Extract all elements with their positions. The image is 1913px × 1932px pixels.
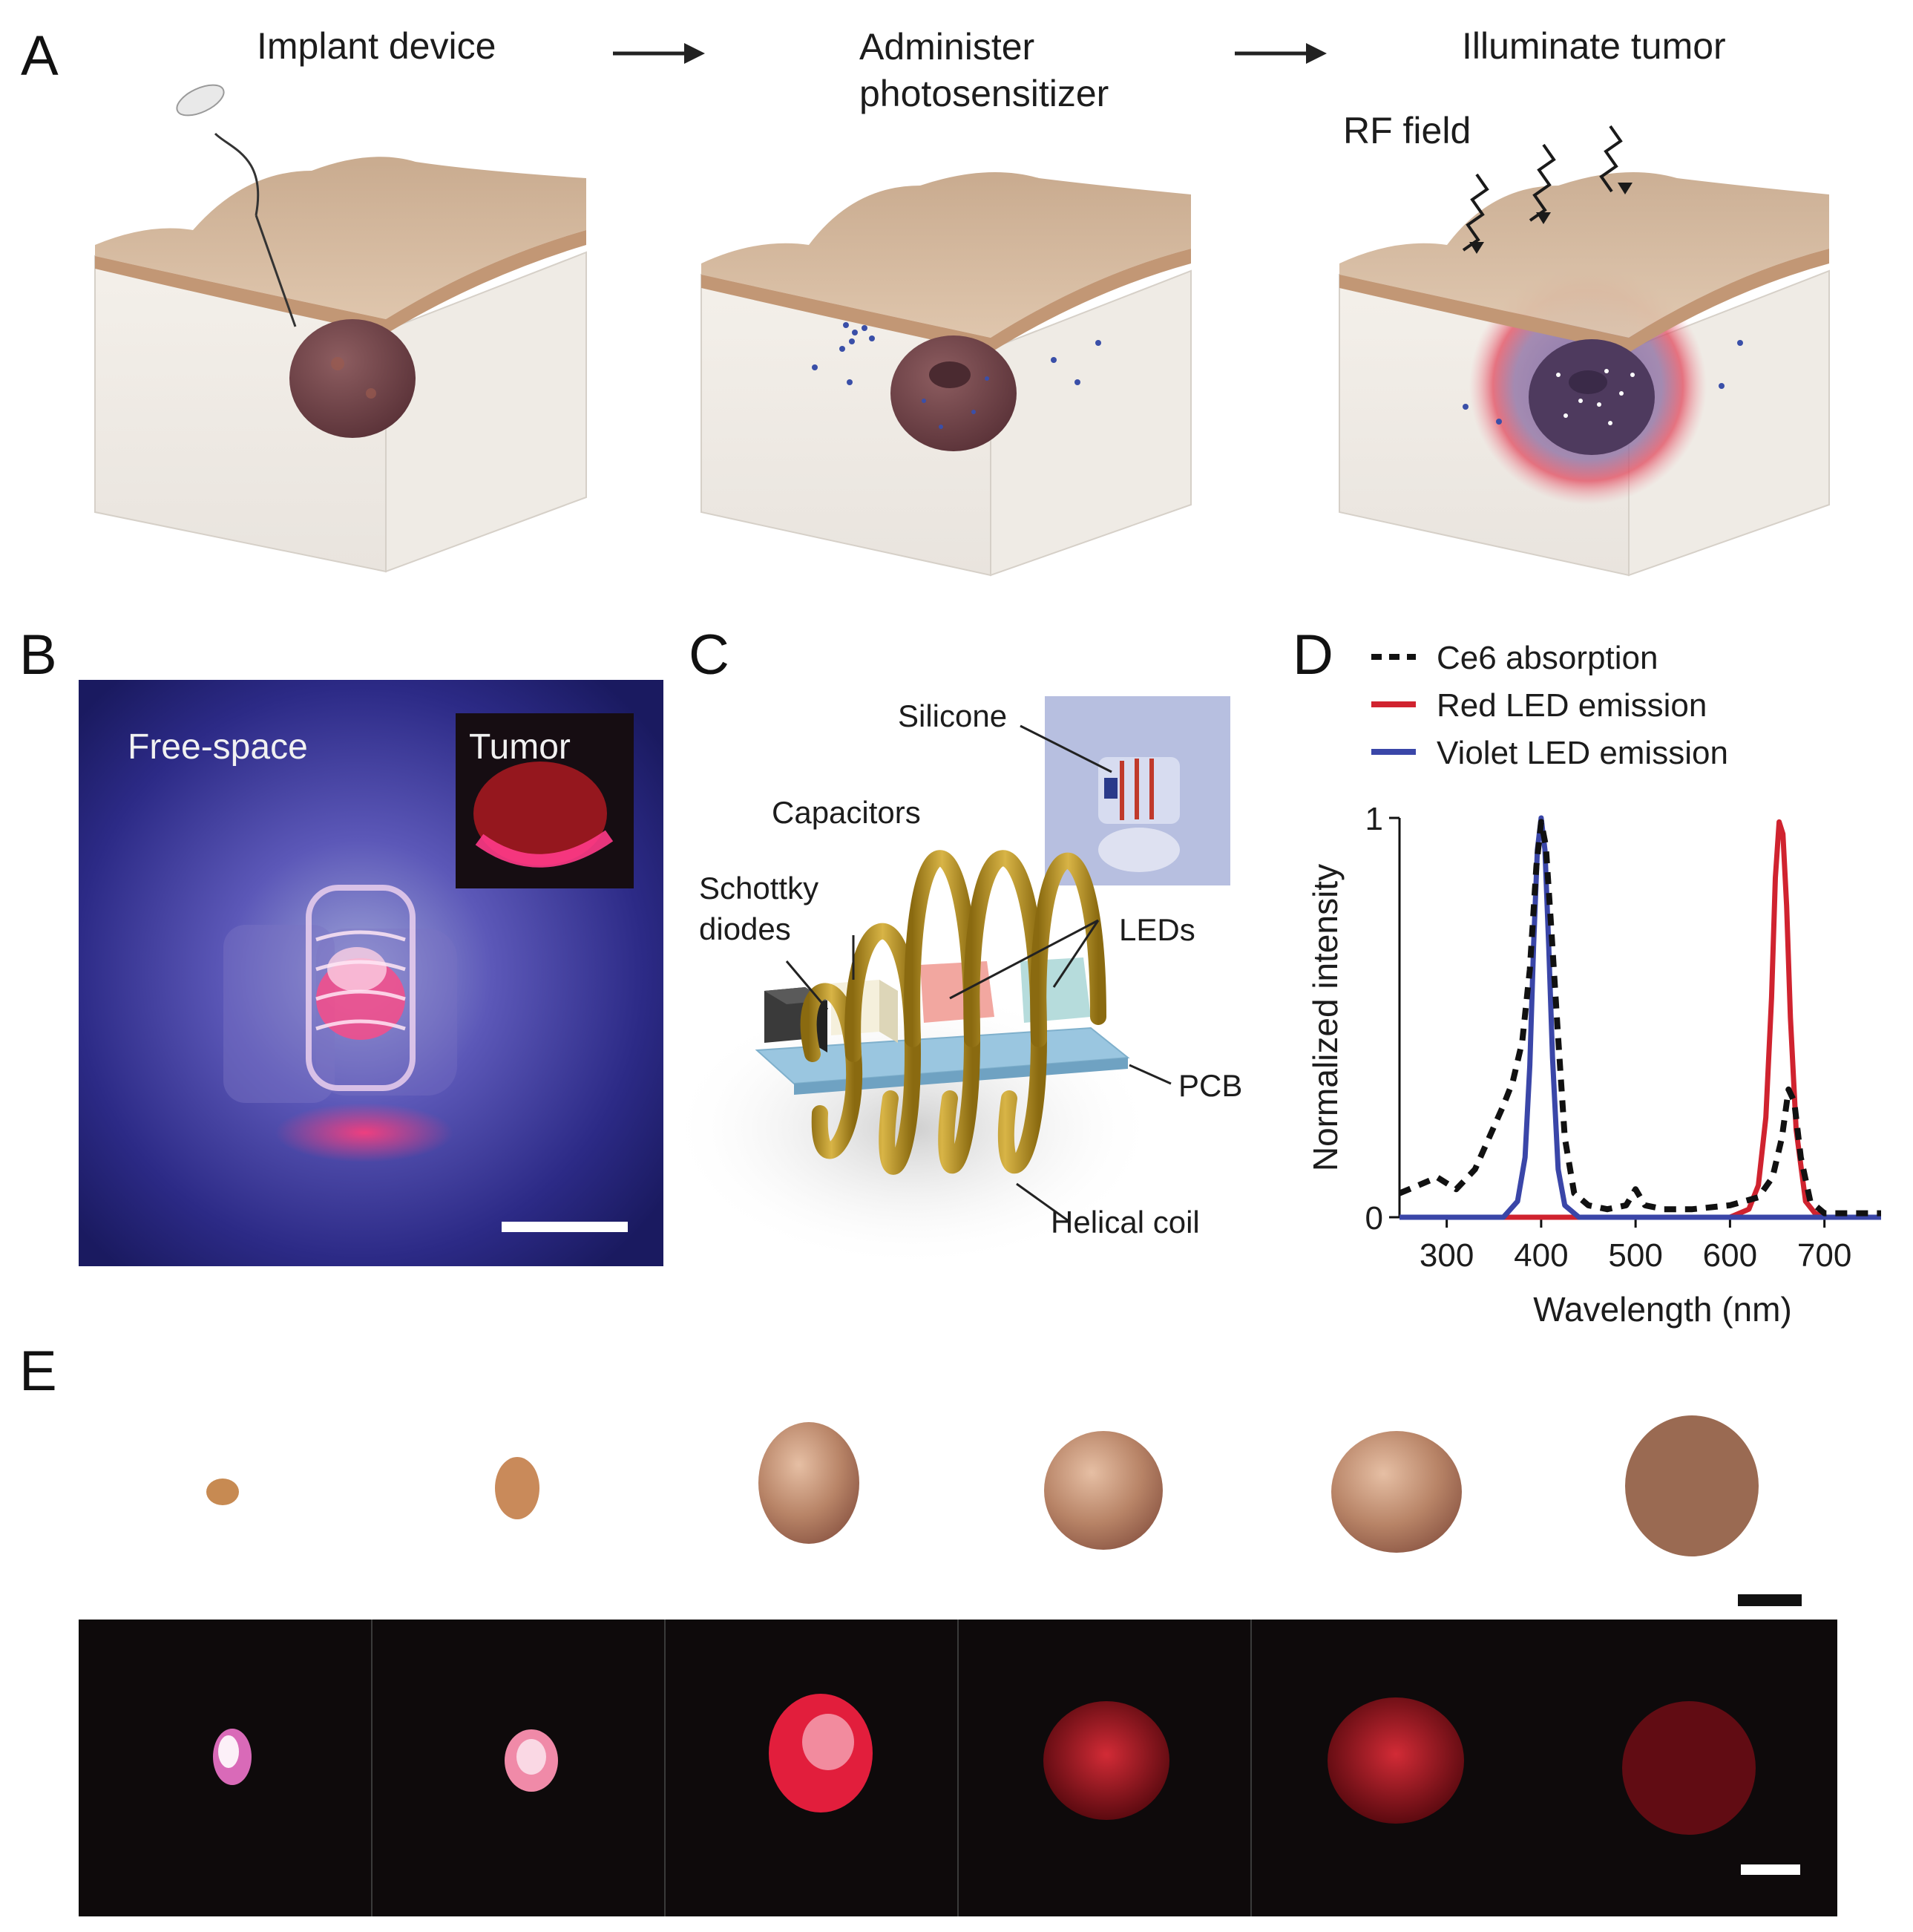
tumor-sample-3	[758, 1422, 859, 1544]
step-arrow-2	[1235, 43, 1327, 64]
chart-series-ce6-absorption	[1398, 819, 1881, 1216]
fluorescence-sample-6	[1622, 1701, 1756, 1835]
device-schematic	[668, 696, 1230, 1269]
label-capacitors: Capacitors	[772, 795, 921, 830]
panel-letter-d: D	[1293, 623, 1333, 687]
free-space-label: Free-space	[128, 727, 308, 767]
tissue-block-implant	[94, 84, 587, 573]
fluorescence-sample-3	[769, 1694, 873, 1813]
legend-label: Violet LED emission	[1437, 735, 1728, 771]
step-label-illuminate: Illuminate tumor	[1462, 25, 1726, 67]
panel-letter-e: E	[19, 1340, 57, 1403]
tumor-photo-row	[206, 1415, 1802, 1606]
tumor-sample-1	[206, 1479, 239, 1505]
activated-dots	[1556, 369, 1635, 425]
chart-series-violet-led-emission	[1400, 815, 1881, 1220]
tumor-sample-5	[1331, 1431, 1462, 1553]
fluorescence-sample-1	[213, 1729, 252, 1785]
chart-y-tick-label: 1	[1365, 801, 1383, 837]
scale-bar-e-top	[1738, 1594, 1802, 1606]
chart-x-tick-label: 400	[1514, 1237, 1568, 1274]
helical-coil	[800, 850, 1106, 1175]
chart-x-tick-label: 700	[1797, 1237, 1851, 1274]
label-leds: LEDs	[1119, 912, 1195, 947]
panel-letter-b: B	[19, 623, 57, 687]
photosensitizer-dots	[812, 322, 1101, 429]
step-arrow-1	[613, 43, 705, 64]
scale-bar-e-bottom	[1741, 1864, 1800, 1875]
label-pcb: PCB	[1178, 1068, 1243, 1103]
rf-wave-icons	[1462, 125, 1623, 252]
tumor-sample-4	[1044, 1431, 1163, 1550]
panel-letter-a: A	[21, 24, 59, 88]
tissue-block-illuminate	[1339, 125, 1830, 577]
legend-label: Red LED emission	[1437, 687, 1707, 724]
tumor-fluorescence-row	[79, 1620, 1837, 1916]
scale-bar-b	[502, 1222, 628, 1232]
panel-letter-c: C	[689, 623, 729, 687]
fluorescence-sample-2	[505, 1729, 558, 1792]
tumor-sample-2	[495, 1457, 539, 1519]
panel-a-illustration	[94, 43, 1830, 577]
chart-x-tick-label: 300	[1420, 1237, 1474, 1274]
chart-y-axis-label: Normalized intensity	[1306, 864, 1345, 1171]
fluorescence-sample-4	[1043, 1701, 1169, 1820]
device-glow	[306, 885, 416, 1091]
chart-plot-area: 0 1 300 400 500 600 700	[1365, 801, 1881, 1274]
fluorescence-sample-5	[1328, 1697, 1464, 1824]
chart-x-axis-label: Wavelength (nm)	[1533, 1290, 1792, 1329]
chart-x-tick-label: 600	[1703, 1237, 1757, 1274]
chart-x-tick-label: 500	[1608, 1237, 1662, 1274]
chart-y-tick-label: 0	[1365, 1200, 1383, 1237]
step-label-implant: Implant device	[257, 25, 496, 67]
rf-field-label: RF field	[1343, 110, 1471, 151]
red-led	[920, 961, 994, 1023]
label-silicone: Silicone	[898, 698, 1008, 733]
tissue-block-administer	[700, 172, 1192, 577]
chart-series-red-led-emission	[1400, 819, 1881, 1220]
tumor-inset-label: Tumor	[469, 727, 571, 767]
label-helical-coil: Helical coil	[1051, 1205, 1200, 1240]
device-photo	[79, 680, 663, 1266]
tumor-sample-6	[1625, 1415, 1759, 1556]
legend-label: Ce6 absorption	[1437, 640, 1658, 676]
